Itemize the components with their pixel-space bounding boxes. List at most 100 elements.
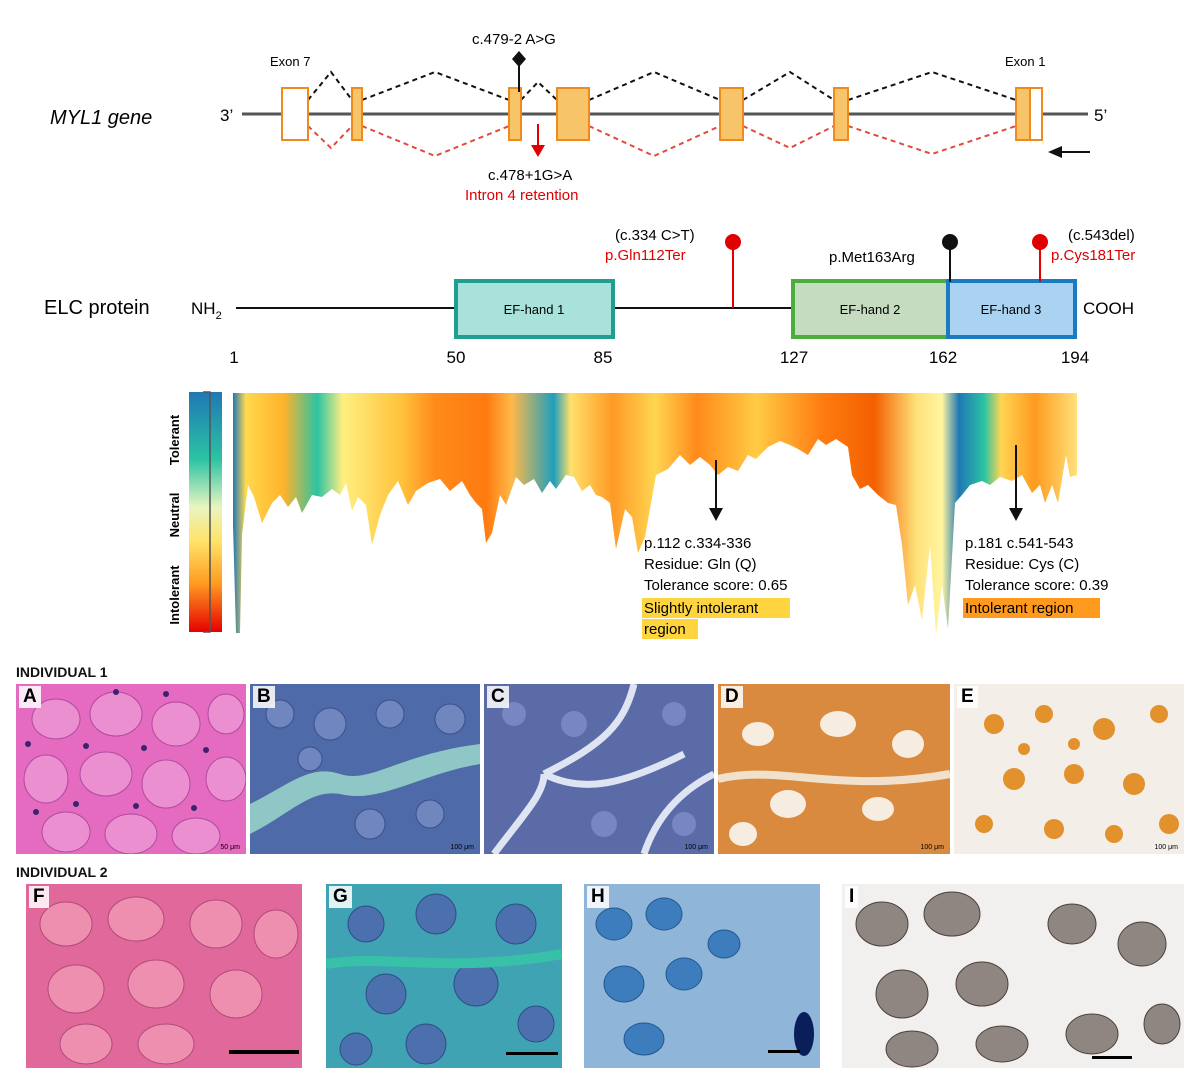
panel-E-texture (975, 705, 1179, 843)
tolerance-legend-bar (189, 392, 222, 632)
variant-bottom-arrow-icon (531, 145, 545, 157)
mutation-cys181-cdna: (c.543del) (1068, 227, 1135, 244)
panel-C-stain: C 100 μm (484, 684, 714, 854)
position-162: 162 (929, 348, 957, 367)
ef-hand-2-domain (791, 279, 950, 339)
individual-1-label: INDIVIDUAL 1 (16, 664, 108, 680)
annotation-2-tag1: Intolerant region (965, 600, 1073, 617)
annotation-2-line1: p.181 c.541-543 (965, 535, 1073, 552)
panel-F-texture (39, 896, 299, 1065)
panel-A-he-stain: A 50 μm (16, 684, 246, 854)
variant-bottom-effect: Intron 4 retention (465, 187, 578, 200)
ef-hand-1-label: EF-hand 1 (504, 302, 565, 317)
direction-arrow-icon (1048, 146, 1062, 158)
splice-arcs-aberrant (307, 125, 1017, 158)
annotation-2: p.181 c.541-543 Residue: Cys (C) Toleran… (965, 535, 1108, 617)
ef-hand-1-domain (454, 279, 615, 339)
annotation-2-line2: Residue: Cys (C) (965, 556, 1079, 573)
exon-3 (719, 87, 744, 141)
panel-E-scale: 100 μm (1154, 844, 1179, 851)
variant-top-label: c.479-2 A>G (472, 31, 556, 48)
panel-G-trichrome-stain: G (326, 884, 562, 1068)
annotation-1-tag1: Slightly intolerant (644, 600, 759, 617)
position-50: 50 (447, 348, 466, 367)
exon-7 (281, 87, 309, 141)
variant-bottom-label: c.478+1G>A (488, 167, 572, 184)
ef-hand-2-label: EF-hand 2 (840, 302, 901, 317)
panel-B-scale: 100 μm (450, 844, 475, 851)
mutation-met163-marker (942, 234, 958, 250)
annotation-2-line3: Tolerance score: 0.39 (965, 577, 1108, 594)
mutation-gln112-cdna: (c.334 C>T) (615, 227, 695, 244)
panel-A-scale: 50 μm (220, 844, 240, 851)
panel-I-scalebar (1092, 1056, 1132, 1059)
annotation-1-line1: p.112 c.334-336 (644, 535, 751, 552)
protein-nterm: NH2 (191, 299, 222, 322)
mutation-met163-protein: p.Met163Arg (829, 249, 915, 266)
panel-E-label: E (957, 686, 978, 708)
panel-C-texture (491, 684, 714, 854)
panel-F-he-stain: F (26, 884, 302, 1068)
panel-G-texture (326, 893, 562, 1066)
panel-B-texture (250, 699, 480, 840)
panel-A-label: A (19, 686, 41, 708)
exon-2 (833, 87, 849, 141)
panel-F-label: F (29, 886, 49, 908)
mutation-cys181-protein: p.Cys181Ter (1051, 247, 1135, 264)
panel-G-scalebar (506, 1052, 558, 1055)
exon-6 (351, 87, 363, 141)
gene-5prime-label: 5’ (1094, 106, 1107, 125)
position-1: 1 (229, 348, 238, 367)
exon-1-label: Exon 1 (1005, 54, 1045, 69)
annotation-1: p.112 c.334-336 Residue: Gln (Q) Toleran… (644, 535, 787, 638)
mutation-gln112-protein: p.Gln112Ter (605, 247, 686, 264)
position-127: 127 (780, 348, 808, 367)
tolerance-heatmap-area (233, 393, 1077, 635)
panel-B-trichrome-stain: B 100 μm (250, 684, 480, 854)
panel-I-stain: I (842, 884, 1184, 1068)
annotation-1-tag-bg1 (642, 598, 790, 618)
residue-positions: 1 50 85 127 162 194 (229, 348, 1089, 367)
tolerance-landscape: Tolerant Neutral Intolerant p.112 c.334-… (167, 391, 1108, 639)
exon-1-coding (1015, 87, 1031, 141)
annotation-1-line2: Residue: Gln (Q) (644, 556, 757, 573)
panel-E-immuno-stain: E 100 μm (954, 684, 1184, 854)
panel-H-scalebar (768, 1050, 800, 1053)
exons (281, 87, 1043, 141)
panel-F-scalebar (229, 1050, 299, 1054)
panel-D-label: D (721, 686, 743, 708)
mutation-cys181-marker (1032, 234, 1048, 250)
individual-2-label: INDIVIDUAL 2 (16, 864, 108, 880)
gene-title: MYL1 gene (50, 107, 152, 129)
panel-H-stain: H (584, 884, 820, 1068)
ef-hand-3-label: EF-hand 3 (981, 302, 1042, 317)
panel-D-texture (718, 711, 950, 846)
panel-I-texture (855, 891, 1181, 1068)
legend-tolerant: Tolerant (167, 414, 182, 465)
ef-hand-3-domain (946, 279, 1077, 339)
panel-H-label: H (587, 886, 609, 908)
protein-title: ELC protein (44, 297, 150, 319)
panel-C-label: C (487, 686, 509, 708)
position-194: 194 (1061, 348, 1089, 367)
annotation-1-arrow-icon (709, 508, 723, 521)
protein-diagram: ELC protein NH2 COOH EF-hand 1 EF-hand 2… (44, 227, 1135, 367)
mutation-gln112-marker (725, 234, 741, 250)
legend-neutral: Neutral (167, 493, 182, 538)
protein-cterm: COOH (1083, 299, 1134, 318)
panel-A-texture (23, 689, 246, 854)
annotation-2-arrow-icon (1009, 508, 1023, 521)
panel-D-scale: 100 μm (920, 844, 945, 851)
position-85: 85 (594, 348, 613, 367)
panel-C-scale: 100 μm (684, 844, 709, 851)
exon-4 (556, 87, 590, 141)
variant-top-diamond (512, 51, 526, 67)
annotation-1-tag-bg2 (642, 619, 698, 639)
panel-H-texture (595, 897, 814, 1056)
annotation-1-tag2: region (644, 621, 686, 638)
splice-arcs-canonical (307, 70, 1017, 101)
panel-D-immuno-stain: D 100 μm (718, 684, 950, 854)
tolerance-legend-bracket (203, 391, 211, 633)
exon-5 (508, 87, 522, 141)
exon-1-utr (1029, 87, 1043, 141)
